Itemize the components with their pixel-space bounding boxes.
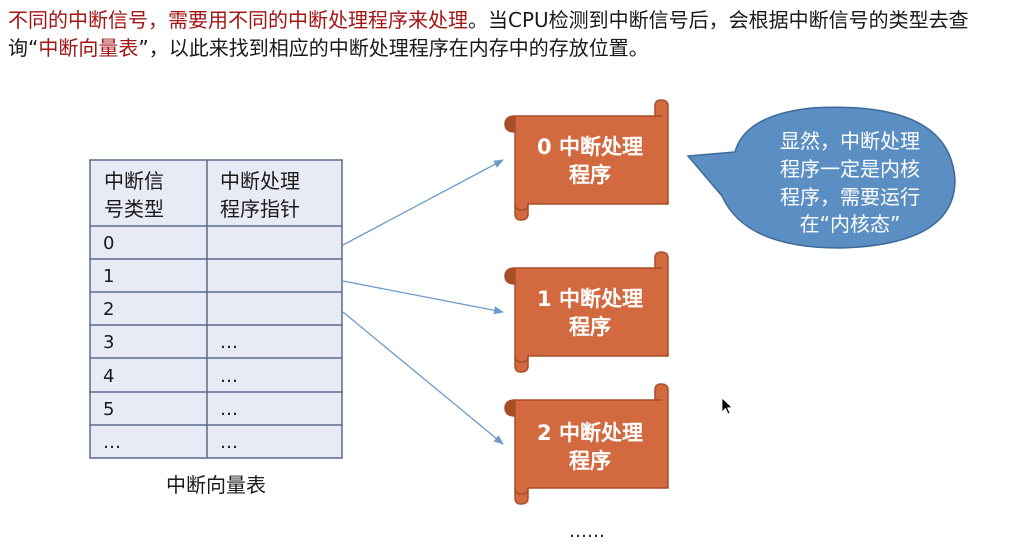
row-3-pointer: …	[220, 332, 238, 353]
header-type-line2: 号类型	[104, 197, 164, 221]
intro-red-part-1: 不同的中断信号，需要用不同的中断处理程序来处理	[8, 8, 468, 32]
bubble-line-1: 显然，中断处理	[780, 129, 920, 153]
bubble-line-2: 程序一定是内核	[780, 157, 920, 181]
row-5-pointer: …	[220, 399, 238, 420]
row-4-type: 4	[103, 366, 114, 387]
arrow-row2-to-handler2	[342, 311, 504, 445]
bubble-line-3: 程序，需要运行	[780, 185, 920, 209]
row-6-pointer: …	[220, 432, 238, 453]
arrow-row0-to-handler0	[342, 159, 504, 246]
handler-0-label: 0 中断处理	[537, 135, 643, 159]
row-1-type: 1	[103, 266, 114, 287]
handler-1-label: 1 中断处理	[537, 287, 643, 311]
handler-scroll-1: 1 中断处理 程序	[504, 251, 669, 373]
row-4-pointer: …	[220, 366, 238, 387]
intro-red-part-2: 中断向量表	[38, 36, 139, 60]
table-caption: 中断向量表	[166, 473, 266, 497]
row-6-type: …	[103, 432, 121, 453]
header-pointer-line2: 程序指针	[220, 197, 300, 221]
interrupt-vector-table: 中断信 号类型 中断处理 程序指针 0 1 2 3 … 4 … 5 … … …	[89, 159, 343, 459]
row-2-type: 2	[103, 299, 114, 320]
row-5-type: 5	[103, 399, 114, 420]
bubble-line-4: 在“内核态”	[800, 212, 901, 236]
handler-2-sublabel: 程序	[569, 449, 611, 473]
header-type-line1: 中断信	[104, 169, 164, 193]
row-0-type: 0	[103, 233, 114, 254]
row-3-type: 3	[103, 332, 114, 353]
table-background	[89, 159, 343, 459]
handler-scroll-0: 0 中断处理 程序	[504, 99, 669, 221]
handler-1-sublabel: 程序	[569, 315, 611, 339]
kernel-note-bubble: 显然，中断处理 程序一定是内核 程序，需要运行 在“内核态”	[686, 106, 956, 249]
more-handlers-ellipsis: ……	[569, 521, 605, 542]
handler-0-sublabel: 程序	[569, 163, 611, 187]
intro-black-part-1: 。当CPU检测到中断信号后，会根据中断信号的类型去查询“	[8, 8, 969, 60]
arrow-row1-to-handler1	[342, 280, 504, 315]
handler-scroll-2: 2 中断处理 程序	[504, 383, 669, 505]
handler-2-label: 2 中断处理	[537, 421, 643, 445]
intro-paragraph: 不同的中断信号，需要用不同的中断处理程序来处理。当CPU检测到中断信号后，会根据…	[8, 6, 1018, 62]
header-pointer-line1: 中断处理	[220, 169, 300, 193]
intro-black-part-2: ”，以此来找到相应的中断处理程序在内存中的存放位置。	[138, 36, 649, 60]
mouse-cursor-icon	[721, 397, 733, 415]
